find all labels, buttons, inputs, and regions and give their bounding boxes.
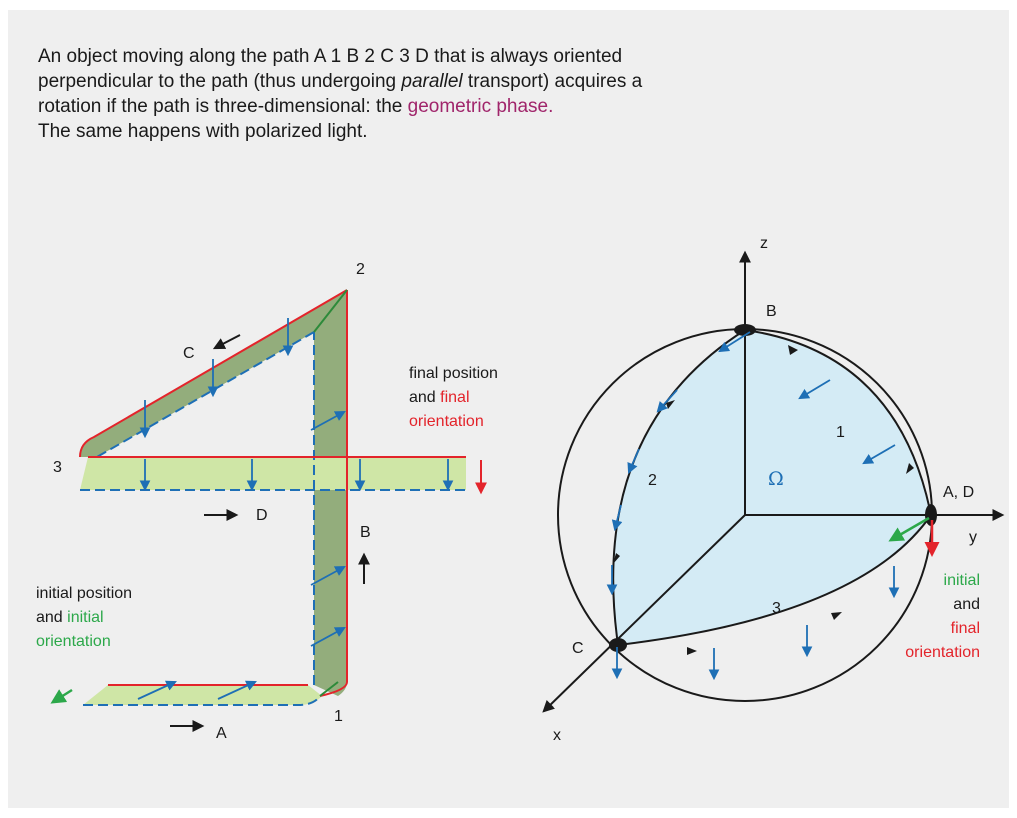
- solid-angle-label: Ω: [768, 468, 784, 490]
- initial-orientation-arrow-left: [53, 690, 72, 702]
- orientation-text-orientation: orientation: [905, 644, 980, 661]
- label-C: C: [183, 345, 195, 362]
- label-D: D: [256, 507, 268, 524]
- label-A: A: [216, 725, 227, 742]
- final-text-line2: and final: [409, 389, 470, 406]
- initial-text-line2: and initial: [36, 609, 104, 626]
- segment-label-3: 3: [772, 600, 781, 617]
- label-1: 1: [334, 708, 343, 725]
- axis-label-y: y: [969, 529, 977, 546]
- orientation-text-and: and: [953, 596, 980, 613]
- orientation-text-final: final: [951, 620, 980, 637]
- initial-text-line3: orientation: [36, 633, 111, 650]
- final-text-line3: orientation: [409, 413, 484, 430]
- label-B: B: [360, 524, 371, 541]
- vertex-C: [609, 638, 627, 652]
- orientation-text-initial: initial: [944, 572, 980, 589]
- parallel-transport-strip: [80, 290, 466, 705]
- segment-label-1: 1: [836, 424, 845, 441]
- label-2: 2: [356, 261, 365, 278]
- final-text-line1: final position: [409, 365, 498, 382]
- label-3: 3: [53, 459, 62, 476]
- orientation-arrows-left: [138, 318, 448, 699]
- segment-label-2: 2: [648, 472, 657, 489]
- direction-arrow-c: [215, 335, 240, 348]
- axis-label-z: z: [760, 235, 768, 252]
- axis-label-x: x: [553, 727, 561, 744]
- vertex-label-AD: A, D: [943, 484, 974, 501]
- vertex-label-B: B: [766, 303, 777, 320]
- figure-drawing: A 1 B 2 C 3 D final position and final o…: [8, 10, 1009, 808]
- vertex-label-C: C: [572, 640, 584, 657]
- initial-text-line1: initial position: [36, 585, 132, 602]
